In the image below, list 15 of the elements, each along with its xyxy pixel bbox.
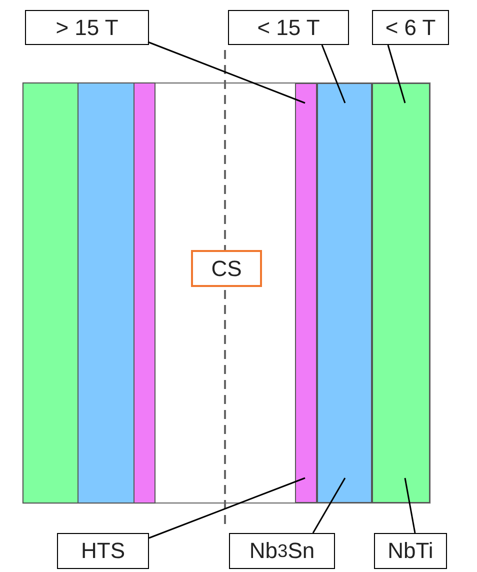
coil-label: CS	[191, 250, 262, 287]
leader-line	[321, 44, 346, 104]
material-label: HTS	[57, 533, 149, 569]
leader-line	[148, 477, 306, 539]
hts-coil-layer	[295, 83, 317, 503]
material-label: NbTi	[374, 533, 447, 569]
leader-line	[387, 44, 406, 104]
leader-line	[312, 478, 346, 534]
leader-line	[148, 41, 306, 104]
coil-layer	[317, 83, 372, 503]
field-label: > 15 T	[25, 10, 149, 45]
leader-line	[404, 478, 416, 534]
coil-layer	[372, 83, 430, 503]
field-label: < 6 T	[372, 10, 449, 45]
field-label: < 15 T	[228, 10, 349, 45]
